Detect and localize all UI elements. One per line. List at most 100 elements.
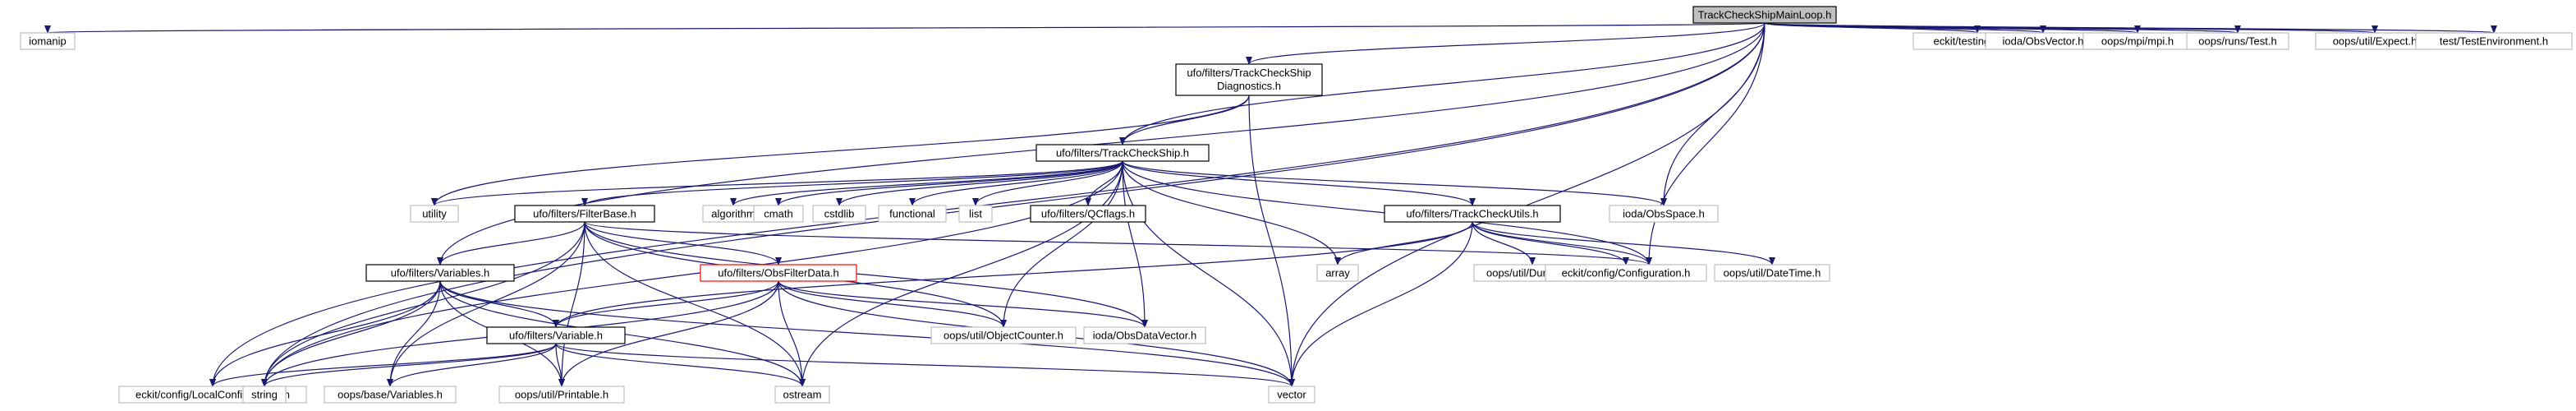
node-root[interactable]: TrackCheckShipMainLoop.h xyxy=(1692,6,1837,24)
edge-variable-to-ostream xyxy=(555,343,806,387)
node-variables-label: ufo/filters/Variables.h xyxy=(391,267,489,279)
node-variables[interactable]: ufo/filters/Variables.h xyxy=(365,264,515,282)
node-variable[interactable]: ufo/filters/Variable.h xyxy=(486,326,626,344)
node-algorithm: algorithm xyxy=(702,205,765,223)
node-test-env-label: test/TestEnvironment.h xyxy=(2440,35,2548,48)
node-eckit-config-label: eckit/config/Configuration.h xyxy=(1562,267,1691,279)
node-root-label: TrackCheckShipMainLoop.h xyxy=(1698,9,1832,21)
edge-filterbase-to-string xyxy=(261,221,585,387)
node-iomanip-box xyxy=(20,32,76,50)
node-cstdlib-label: cstdlib xyxy=(824,208,855,220)
node-qcflags-label: ufo/filters/QCflags.h xyxy=(1041,208,1135,220)
edge-trackcheckutils-to-oops_datetime xyxy=(1472,221,1775,266)
node-obsfilterdata-label: ufo/filters/ObsFilterData.h xyxy=(718,267,838,279)
edge-filterbase-to-obsdatavector xyxy=(584,221,1148,328)
node-iomanip-label: iomanip xyxy=(29,35,67,48)
node-cstdlib-box xyxy=(812,205,866,223)
node-oops-expect: oops/util/Expect.h xyxy=(2315,32,2435,50)
node-list: list xyxy=(958,205,993,223)
node-filterbase-box xyxy=(514,205,655,223)
node-string: string xyxy=(242,386,287,404)
edge-variable-to-vector xyxy=(555,343,1295,387)
node-array: array xyxy=(1316,264,1359,282)
node-oops-datetime-box xyxy=(1714,264,1830,282)
node-oops-mpi: oops/mpi/mpi.h xyxy=(2082,32,2193,50)
edge-variable-to-string xyxy=(261,343,557,387)
node-functional-label: functional xyxy=(889,208,935,220)
node-ostream-label: ostream xyxy=(783,389,822,401)
edge-filterbase-to-printable xyxy=(558,221,585,387)
edge-diagnostics-to-utility xyxy=(431,95,1250,206)
node-variables-box xyxy=(365,264,515,282)
node-objectcounter-label: oops/util/ObjectCounter.h xyxy=(944,330,1063,342)
node-oops-mpi-label: oops/mpi/mpi.h xyxy=(2101,35,2174,48)
node-cmath-label: cmath xyxy=(764,208,792,220)
edge-trackcheckutils-to-eckit_config xyxy=(1472,221,1629,266)
node-string-box xyxy=(242,386,287,404)
node-diagnostics-label-2: Diagnostics.h xyxy=(1217,80,1281,92)
node-algorithm-label: algorithm xyxy=(711,208,755,220)
node-cstdlib: cstdlib xyxy=(812,205,866,223)
edge-filterbase-to-obsfilterdata xyxy=(584,221,782,266)
node-ioda-obsspace: ioda/ObsSpace.h xyxy=(1609,205,1719,223)
node-trackcheckship-box xyxy=(1035,144,1210,162)
edge-variable-to-localconfig xyxy=(209,343,557,387)
edge-obsfilterdata-to-printable xyxy=(558,280,779,387)
node-variable-box xyxy=(486,326,626,344)
edge-trackcheckship-to-array xyxy=(1122,160,1341,266)
edge-root-to-trackcheckship xyxy=(1119,22,1766,145)
node-utility-box xyxy=(410,205,459,223)
edge-root-to-variables xyxy=(437,22,1766,266)
edge-trackcheckutils-to-variable xyxy=(553,221,1473,328)
node-list-label: list xyxy=(969,208,982,220)
edge-root-to-string xyxy=(261,22,1766,387)
node-utility: utility xyxy=(410,205,459,223)
node-printable: oops/util/Printable.h xyxy=(498,386,625,404)
node-vector: vector xyxy=(1268,386,1316,404)
edge-variables-to-vector xyxy=(439,280,1295,387)
node-ioda-obsspace-box xyxy=(1609,205,1719,223)
edge-trackcheckutils-to-vector xyxy=(1288,221,1473,387)
edge-diagnostics-to-trackcheckship xyxy=(1119,95,1250,145)
node-eckit-config-box xyxy=(1545,264,1707,282)
node-iomanip: iomanip xyxy=(20,32,76,50)
node-test-env-box xyxy=(2415,32,2573,50)
node-trackcheckutils[interactable]: ufo/filters/TrackCheckUtils.h xyxy=(1384,205,1561,223)
node-oops-datetime-label: oops/util/DateTime.h xyxy=(1724,267,1821,279)
edge-variable-to-printable xyxy=(555,343,565,387)
node-obsfilterdata[interactable]: ufo/filters/ObsFilterData.h xyxy=(700,264,857,282)
edge-trackcheckship-to-vector xyxy=(1122,160,1295,387)
node-eckit-config: eckit/config/Configuration.h xyxy=(1545,264,1707,282)
node-trackcheckutils-box xyxy=(1384,205,1561,223)
node-vector-box xyxy=(1268,386,1316,404)
edge-root-to-vector xyxy=(1288,22,1766,387)
node-oops-runs-test-label: oops/runs/Test.h xyxy=(2198,35,2276,48)
edge-trackcheckship-to-utility xyxy=(431,160,1123,206)
edge-variable-to-oops_base_variables xyxy=(387,343,557,387)
node-oops-base-variables: oops/base/Variables.h xyxy=(324,386,457,404)
node-ioda-obsvector-label: ioda/ObsVector.h xyxy=(2002,35,2083,48)
node-functional: functional xyxy=(878,205,947,223)
node-printable-box xyxy=(498,386,625,404)
node-printable-label: oops/util/Printable.h xyxy=(515,389,608,401)
edge-obsfilterdata-to-obsdatavector xyxy=(778,280,1148,328)
nodes: TrackCheckShipMainLoop.h iomanip ufo/filte… xyxy=(20,6,2573,404)
edge-trackcheckship-to-trackcheckutils xyxy=(1122,160,1476,206)
node-ioda-obsvector: ioda/ObsVector.h xyxy=(1985,32,2101,50)
edge-variables-to-string xyxy=(261,280,441,387)
node-diagnostics-box xyxy=(1175,63,1323,96)
node-diagnostics-label-1: ufo/filters/TrackCheckShip xyxy=(1187,67,1311,79)
edge-trackcheckship-to-filterbase xyxy=(581,160,1123,206)
node-trackcheckship[interactable]: ufo/filters/TrackCheckShip.h xyxy=(1035,144,1210,162)
node-qcflags[interactable]: ufo/filters/QCflags.h xyxy=(1030,205,1146,223)
node-array-box xyxy=(1316,264,1359,282)
node-filterbase[interactable]: ufo/filters/FilterBase.h xyxy=(514,205,655,223)
edge-obsfilterdata-to-ostream xyxy=(778,280,806,387)
node-oops-runs-test: oops/runs/Test.h xyxy=(2186,32,2289,50)
node-list-box xyxy=(958,205,993,223)
node-ioda-obsspace-label: ioda/ObsSpace.h xyxy=(1623,208,1705,220)
node-oops-runs-test-box xyxy=(2186,32,2289,50)
node-obsdatavector-label: ioda/ObsDataVector.h xyxy=(1093,330,1196,342)
